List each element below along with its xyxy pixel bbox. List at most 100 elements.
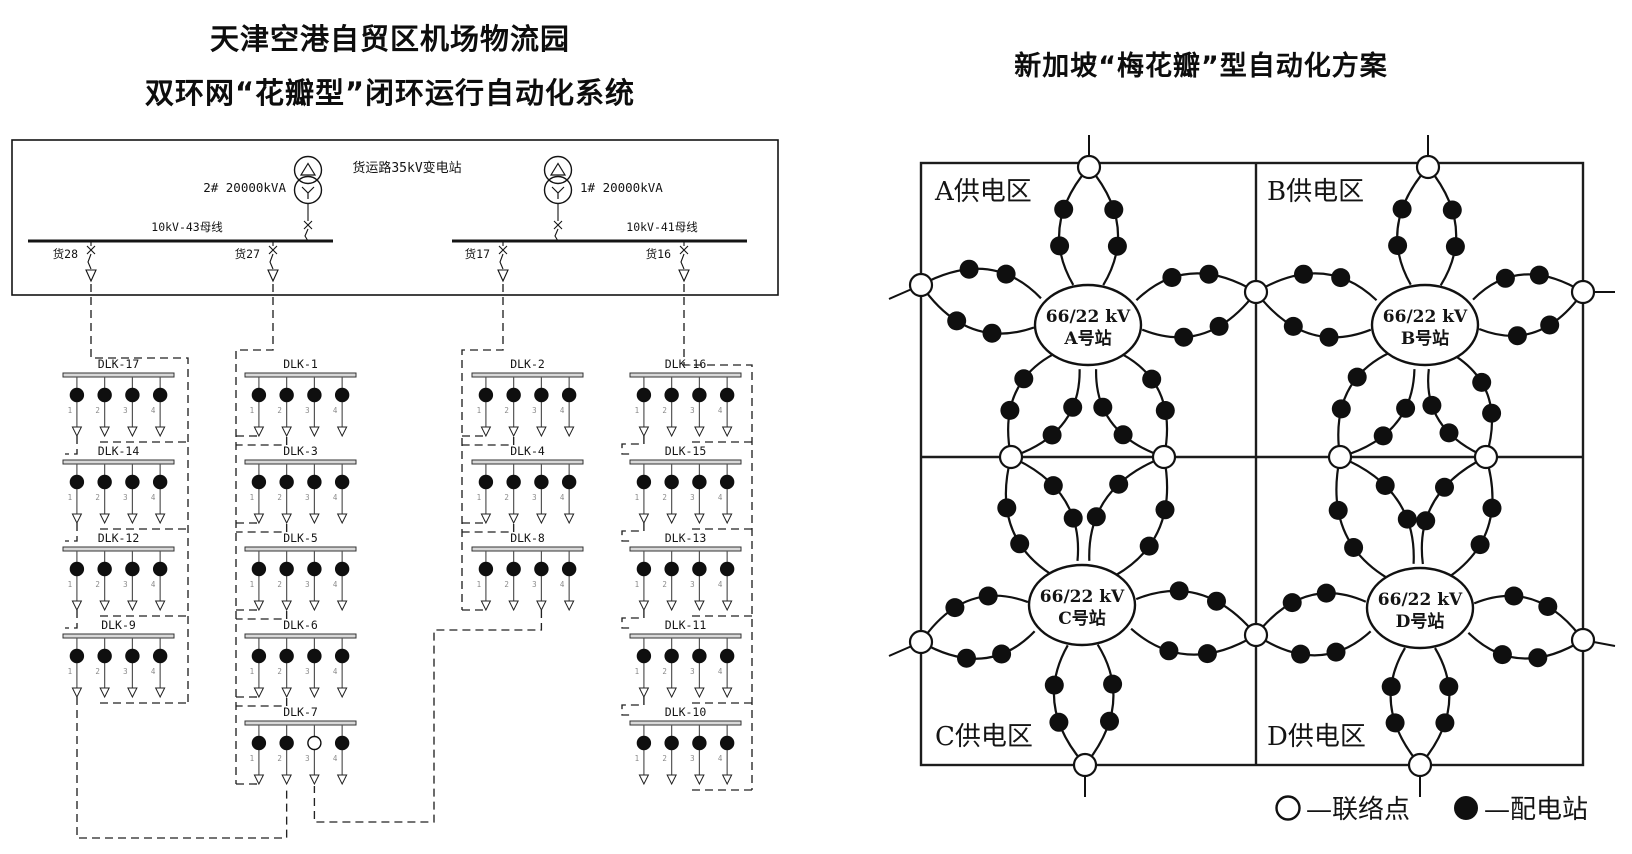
distribution-station-dot — [1291, 644, 1311, 664]
station-name-label: C号站 — [1058, 608, 1106, 629]
dlk-busbar — [629, 720, 742, 726]
distribution-station-dot — [1316, 583, 1336, 603]
switch-number: 1 — [477, 493, 482, 502]
arrow-icon — [281, 426, 292, 438]
switch-number: 4 — [718, 493, 723, 502]
switch-number: 3 — [305, 667, 310, 676]
closed-switch-dot — [152, 561, 168, 577]
distribution-station-dot — [1086, 507, 1106, 527]
arrow-icon — [253, 426, 265, 438]
station-ellipse — [1365, 566, 1475, 650]
petal-path — [1052, 644, 1115, 767]
switch-number: 1 — [68, 406, 73, 415]
dlk-unit-label: DLK-4 — [510, 444, 545, 458]
closed-switch-dot — [152, 387, 168, 403]
switch-number: 4 — [560, 406, 565, 415]
distribution-station-dot — [1142, 369, 1162, 389]
distribution-station-dot — [1107, 236, 1127, 256]
arrow-icon — [563, 513, 575, 525]
arrow-icon — [666, 687, 677, 699]
switch-number: 1 — [68, 493, 73, 502]
distribution-station-dot — [1063, 508, 1083, 528]
distribution-station-dot — [1331, 268, 1351, 288]
closed-switch-dot — [664, 648, 679, 664]
distribution-station-dot — [1319, 327, 1339, 347]
dashed-cable — [683, 284, 753, 790]
arrow-icon — [336, 687, 348, 699]
distribution-station-dot — [1482, 403, 1502, 423]
closed-switch-dot — [251, 474, 267, 490]
petal-path — [1389, 647, 1451, 767]
dlk-busbar — [62, 546, 175, 552]
distribution-station-dot — [997, 498, 1017, 518]
distribution-station-dot — [957, 648, 976, 668]
arrow-icon — [71, 600, 83, 612]
closed-switch-dot — [152, 648, 168, 664]
switch-number: 3 — [123, 667, 128, 676]
tie-point-icon — [1570, 627, 1596, 653]
distribution-station-dot — [1470, 535, 1490, 555]
switch-number: 3 — [123, 406, 128, 415]
closed-switch-dot — [69, 648, 85, 664]
dashed-cable — [236, 698, 288, 707]
closed-switch-dot — [251, 735, 267, 751]
closed-switch-dot — [692, 735, 707, 751]
arrow-icon — [508, 600, 519, 612]
transformer-label: 2# 20000kVA — [203, 180, 286, 195]
dashed-cable — [235, 284, 274, 784]
dlk-unit-label: DLK-12 — [98, 531, 140, 545]
arrow-icon — [694, 513, 705, 525]
dashed-cable — [621, 436, 645, 455]
distribution-station-dot — [1294, 264, 1313, 284]
closed-switch-dot — [334, 735, 350, 751]
distribution-station-dot — [1042, 425, 1062, 445]
busbar-label: 10kV-43母线 — [151, 220, 223, 234]
arrow-icon — [281, 687, 292, 699]
switch-number: 3 — [305, 406, 310, 415]
distribution-station-dot — [1538, 597, 1558, 616]
arrow-icon — [99, 513, 110, 525]
switch-number: 3 — [305, 754, 310, 763]
arrow-icon — [99, 426, 110, 438]
switch-number: 2 — [95, 493, 100, 502]
distribution-station-dot — [1014, 369, 1034, 389]
switch-number: 4 — [718, 754, 723, 763]
distribution-station-dot — [1375, 476, 1395, 495]
dashed-cable — [313, 610, 543, 823]
closed-switch-dot — [125, 387, 140, 403]
dashed-cable — [621, 697, 645, 716]
feeder-label: 货16 — [646, 247, 671, 261]
distribution-station-dot — [1207, 591, 1226, 611]
dlk-busbar — [62, 459, 175, 465]
distribution-station-dot — [1199, 264, 1219, 284]
arrow-icon — [694, 687, 705, 699]
closed-switch-dot — [534, 387, 549, 403]
switch-number: 1 — [477, 580, 482, 589]
distribution-station-dot — [1442, 200, 1462, 220]
closed-switch-dot — [125, 561, 140, 577]
dlk-unit-label: DLK-16 — [665, 357, 707, 371]
switch-number: 4 — [718, 667, 723, 676]
petal-path — [1396, 165, 1458, 286]
distribution-station-dot — [1093, 397, 1113, 417]
tie-point-icon — [1327, 444, 1353, 470]
arrow-icon — [336, 600, 348, 612]
dlk-unit-label: DLK-14 — [98, 444, 140, 458]
switch-number: 2 — [662, 406, 667, 415]
closed-switch-dot — [478, 561, 494, 577]
arrow-icon — [336, 426, 348, 438]
delta-winding-icon — [299, 162, 317, 176]
switch-number: 3 — [690, 667, 695, 676]
closed-switch-dot — [478, 474, 494, 490]
busbar-label: 10kV-41母线 — [626, 220, 698, 234]
closed-switch-dot — [719, 648, 735, 664]
feeder-label: 货27 — [235, 247, 260, 261]
distribution-station-dot — [1000, 400, 1020, 420]
dlk-busbar — [244, 546, 357, 552]
distribution-stations — [945, 199, 1560, 733]
